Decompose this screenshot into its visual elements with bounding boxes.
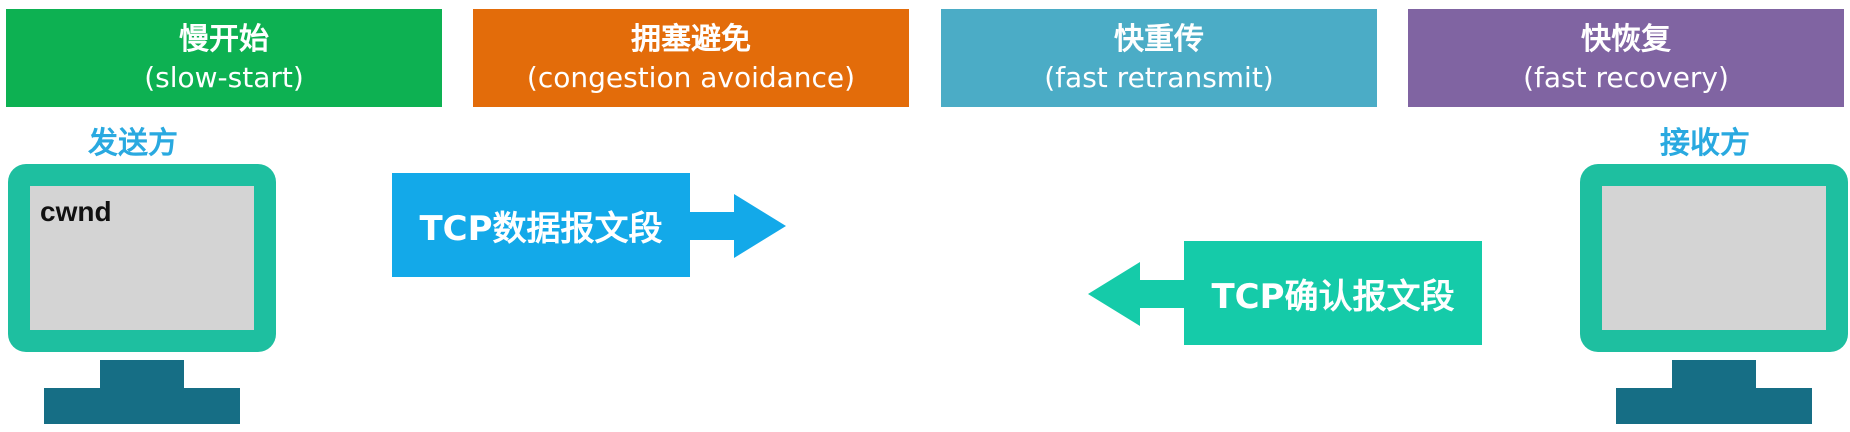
receiver-computer-icon xyxy=(1580,164,1848,424)
phase-subtitle: (congestion avoidance) xyxy=(526,61,856,94)
phase-slow-start: 慢开始 (slow-start) xyxy=(6,9,442,107)
monitor-screen: cwnd xyxy=(30,186,254,330)
phase-fast-recovery: 快恢复 (fast recovery) xyxy=(1408,9,1844,107)
monitor-base xyxy=(1616,388,1812,424)
phase-title: 快恢复 xyxy=(1581,22,1671,57)
right-arrow-icon xyxy=(690,194,786,258)
monitor-neck xyxy=(100,360,184,388)
receiver-label: 接收方 xyxy=(1660,126,1750,161)
phase-title: 快重传 xyxy=(1114,22,1204,57)
phase-congestion-avoidance: 拥塞避免 (congestion avoidance) xyxy=(473,9,909,107)
tcp-ack-segment: TCP确认报文段 xyxy=(1184,241,1482,345)
sender-label: 发送方 xyxy=(88,126,178,161)
phase-subtitle: (slow-start) xyxy=(144,61,304,94)
left-arrow-icon xyxy=(1088,262,1184,326)
phase-subtitle: (fast retransmit) xyxy=(1044,61,1274,94)
tcp-data-segment-label: TCP数据报文段 xyxy=(419,208,663,249)
phase-subtitle: (fast recovery) xyxy=(1523,61,1729,94)
monitor-neck xyxy=(1672,360,1756,388)
phase-title: 拥塞避免 xyxy=(631,22,751,57)
cwnd-label: cwnd xyxy=(40,196,112,227)
sender-computer-icon: cwnd xyxy=(8,164,276,424)
phase-fast-retransmit: 快重传 (fast retransmit) xyxy=(941,9,1377,107)
phase-title: 慢开始 xyxy=(179,22,269,57)
monitor-screen xyxy=(1602,186,1826,330)
tcp-ack-segment-label: TCP确认报文段 xyxy=(1211,276,1455,317)
monitor-base xyxy=(44,388,240,424)
tcp-data-segment: TCP数据报文段 xyxy=(392,173,690,277)
